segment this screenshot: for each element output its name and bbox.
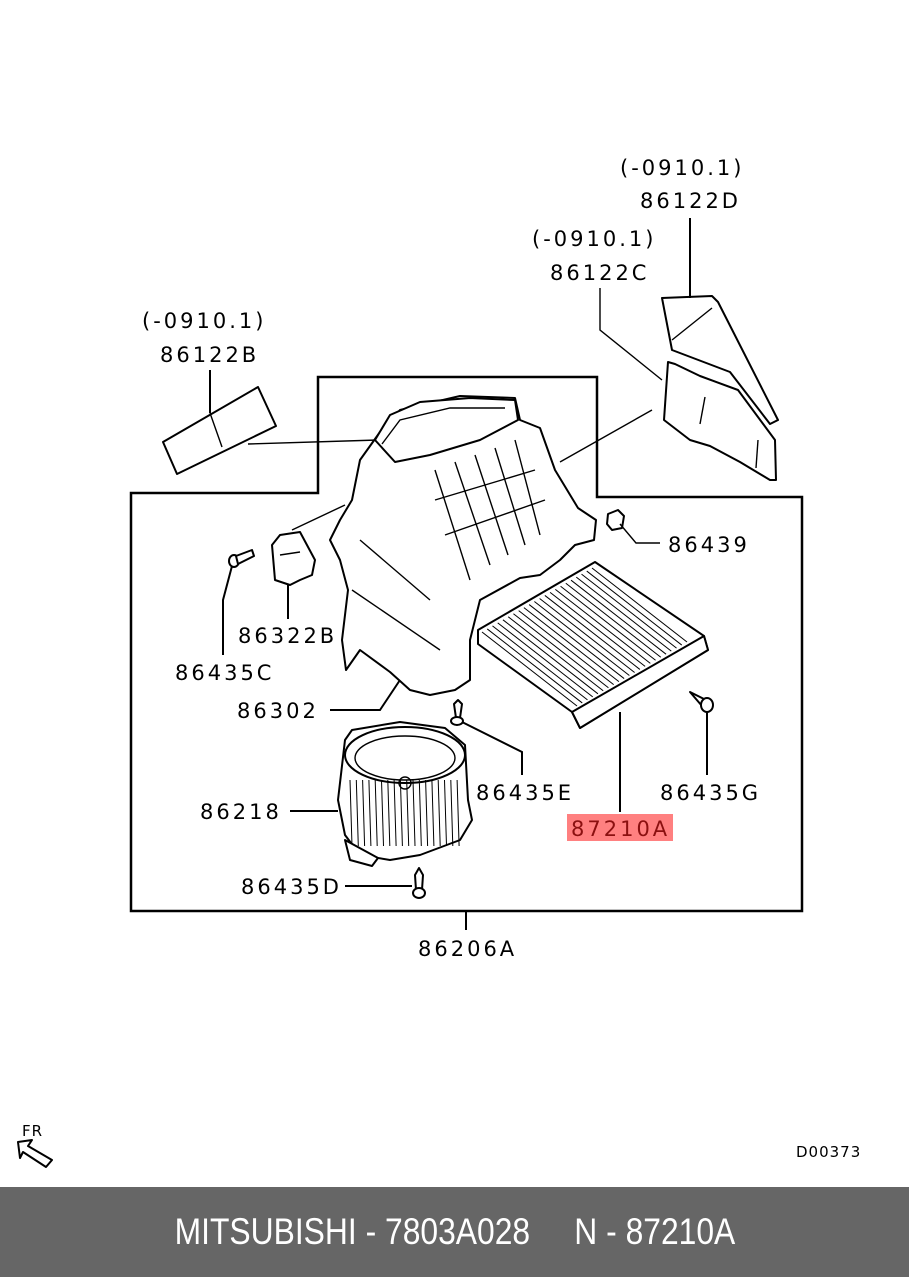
leader-86302	[330, 679, 401, 711]
fan-blade	[412, 779, 416, 847]
label-86435C: 86435C	[175, 661, 274, 685]
filter-pleat	[513, 613, 609, 689]
fan-blade	[437, 779, 441, 847]
fan-blade	[425, 779, 429, 847]
label-86322B: 86322B	[238, 624, 337, 648]
filter-pleat	[544, 595, 641, 670]
assembly-frame	[129, 375, 804, 913]
leader-86122C-housing	[559, 409, 653, 463]
leader-86122B-housing	[247, 439, 379, 445]
filter-pleat	[502, 619, 599, 695]
screw-86435C	[228, 549, 255, 568]
fan-blade	[450, 779, 454, 847]
filter-pleat	[534, 601, 630, 676]
front-arrow-icon	[17, 1139, 53, 1168]
fan-blade	[456, 779, 460, 847]
fr-label: FR	[22, 1122, 43, 1140]
leader-86439	[619, 523, 660, 544]
filter-pleat	[581, 573, 677, 649]
label-86439: 86439	[668, 533, 750, 557]
fan-blade	[368, 779, 372, 847]
leader-86435E	[461, 721, 523, 775]
fan-blade	[431, 779, 435, 847]
screw-86435E	[450, 699, 464, 726]
label-86435G: 86435G	[660, 781, 761, 805]
filter-pleat	[492, 625, 588, 701]
filter-pleat	[539, 598, 635, 673]
filter-pleat	[555, 588, 651, 664]
blower-motor-86218	[337, 721, 473, 867]
fan-blade	[387, 779, 391, 847]
fan-blade	[418, 779, 422, 847]
screw-86435G	[689, 691, 714, 713]
fan-blade	[381, 779, 384, 847]
fan-blade	[355, 779, 359, 847]
cabin-filter-87210A	[477, 561, 709, 729]
filter-pleat	[560, 585, 656, 661]
duct-86122B	[162, 386, 277, 475]
filter-pleat	[528, 604, 625, 679]
duct-86122D	[661, 295, 779, 425]
filter-pleat	[565, 582, 662, 658]
highlight-box	[567, 814, 673, 841]
fan-blade	[399, 779, 403, 847]
fan-blade	[374, 779, 378, 847]
label-86302: 86302	[237, 699, 319, 723]
label-86206A: 86206A	[418, 937, 517, 961]
label-86435D: 86435D	[241, 875, 342, 899]
label-86122B: 86122B	[160, 343, 259, 367]
filter-pleat	[507, 616, 604, 692]
filter-pleat	[586, 570, 683, 646]
leader-86435C	[222, 565, 233, 655]
note-86122C: (-0910.1)	[532, 227, 656, 251]
resistor-86322B	[271, 531, 316, 586]
screw-86435D	[412, 867, 426, 899]
leader-86122C	[599, 288, 663, 381]
footer-bar: MITSUBISHI - 7803A028 N - 87210A	[0, 1187, 909, 1277]
filter-pleat	[570, 579, 667, 655]
fan-blade	[349, 779, 353, 847]
filter-pleat	[481, 631, 578, 707]
duct-86122C	[663, 361, 777, 481]
note-86122D: (-0910.1)	[620, 156, 744, 180]
note-86122B: (-0910.1)	[142, 309, 266, 333]
filter-pleat	[523, 607, 620, 683]
label-86122D: 86122D	[640, 189, 741, 213]
label-86435E: 86435E	[476, 781, 574, 805]
fan-blade	[393, 779, 397, 847]
parts-diagram: (-0910.1) 86122D (-0910.1) 86122C (-0910…	[17, 156, 861, 1168]
drawing-id: D00373	[796, 1143, 861, 1161]
blower-housing-86302	[329, 395, 597, 696]
clip-86439	[606, 509, 625, 531]
label-87210A: 87210A	[571, 817, 670, 841]
filter-pleat	[575, 576, 672, 652]
filter-pleat	[486, 628, 583, 704]
filter-pleat	[518, 610, 614, 686]
footer-part-info: MITSUBISHI - 7803A028 N - 87210A	[174, 1211, 735, 1252]
fan-blade	[362, 779, 366, 847]
fan-blade	[444, 779, 447, 847]
leader-86322B-housing	[291, 504, 346, 531]
filter-pleat	[591, 567, 688, 643]
filter-pleat	[497, 622, 594, 698]
label-86218: 86218	[200, 800, 282, 824]
filter-pleat	[549, 591, 646, 667]
fan-blade	[406, 779, 410, 847]
label-86122C: 86122C	[550, 261, 649, 285]
